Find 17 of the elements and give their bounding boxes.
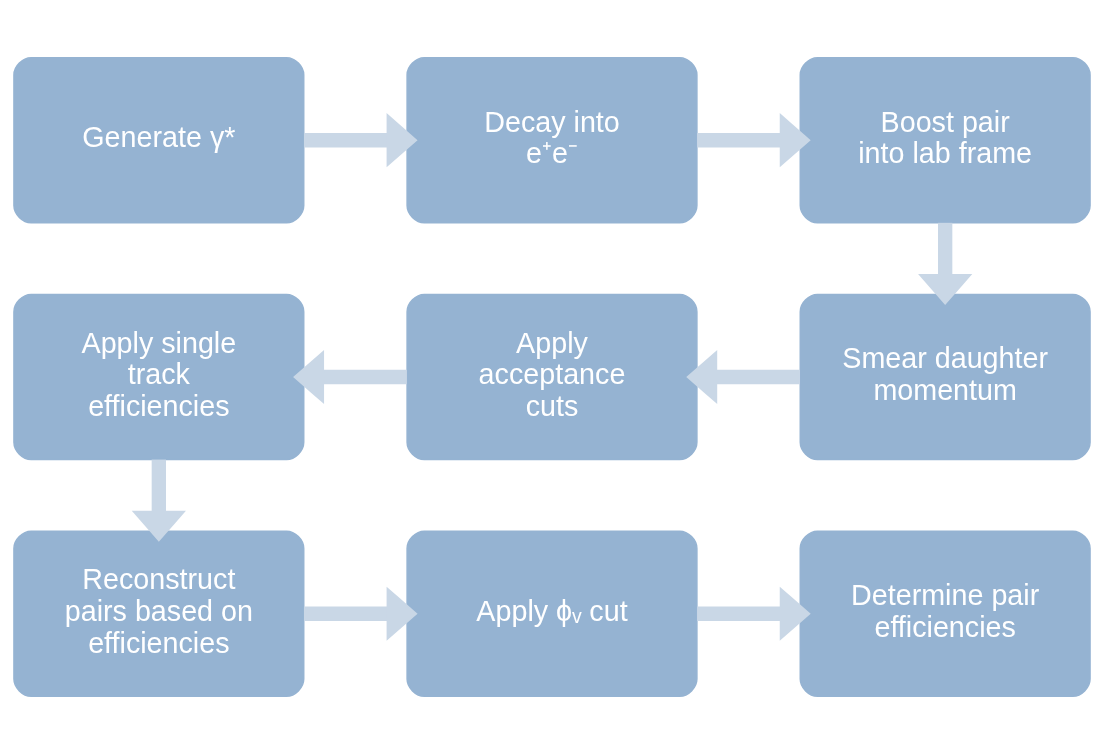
node-box: Apply acceptance cuts bbox=[406, 293, 698, 460]
node-box: Boost pair into lab frame bbox=[799, 56, 1091, 223]
arrow bbox=[697, 586, 811, 641]
arrow bbox=[697, 112, 811, 167]
arrow bbox=[303, 586, 418, 641]
arrow bbox=[918, 222, 973, 305]
node-box: Apply single track efficiencies bbox=[13, 293, 305, 460]
node-box: Smear daughter momentum bbox=[799, 293, 1091, 460]
arrow bbox=[303, 112, 418, 167]
arrow bbox=[686, 349, 800, 404]
node-box: Decay into e⁺e⁻ bbox=[406, 56, 698, 223]
node-box: Reconstruct pairs based on efficiencies bbox=[13, 530, 305, 697]
node-box: Apply ϕᵥ cut bbox=[406, 530, 698, 697]
arrow bbox=[293, 349, 407, 404]
node-box: Determine pair efficiencies bbox=[799, 530, 1091, 697]
arrow bbox=[131, 459, 186, 542]
node-box: Generate γ* bbox=[13, 56, 305, 223]
